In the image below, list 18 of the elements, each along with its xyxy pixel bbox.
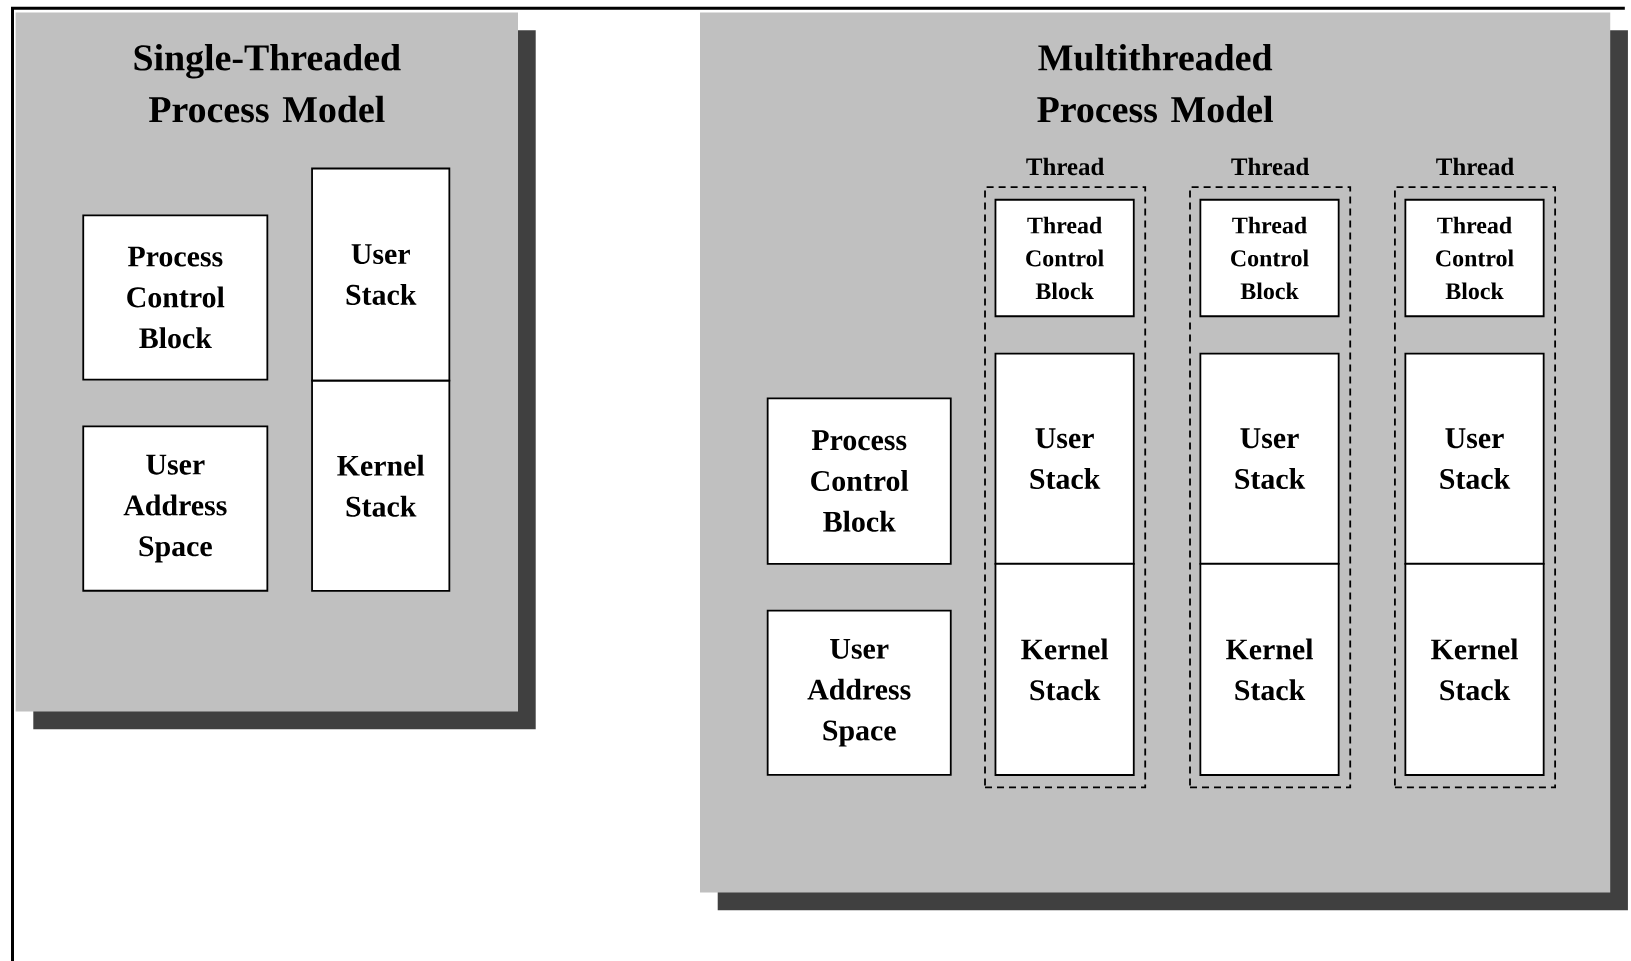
- stack-box: Kernel Stack: [311, 379, 451, 592]
- stack-box: User Stack: [994, 352, 1135, 565]
- thread-control-box: Thread Control Block: [1404, 198, 1545, 318]
- stack-box: User Stack: [1199, 352, 1340, 565]
- stack-box: Kernel Stack: [1199, 562, 1340, 776]
- node-label: Thread: [1231, 157, 1310, 176]
- memory-box: Process Control Block: [82, 214, 269, 381]
- thread-control-box: Thread Control Block: [1199, 198, 1340, 318]
- memory-box: User Address Space: [82, 425, 269, 592]
- thread-control-box: Thread Control Block: [994, 198, 1135, 318]
- stack-box: Kernel Stack: [994, 562, 1135, 776]
- memory-box: Process Control Block: [766, 397, 952, 565]
- node-label: Thread: [1436, 157, 1514, 176]
- stack-box: Kernel Stack: [1404, 562, 1545, 776]
- stack-box: User Stack: [1404, 352, 1545, 565]
- node-label: Thread: [1026, 157, 1105, 176]
- stack-box: User Stack: [311, 167, 451, 382]
- memory-box: User Address Space: [766, 609, 952, 776]
